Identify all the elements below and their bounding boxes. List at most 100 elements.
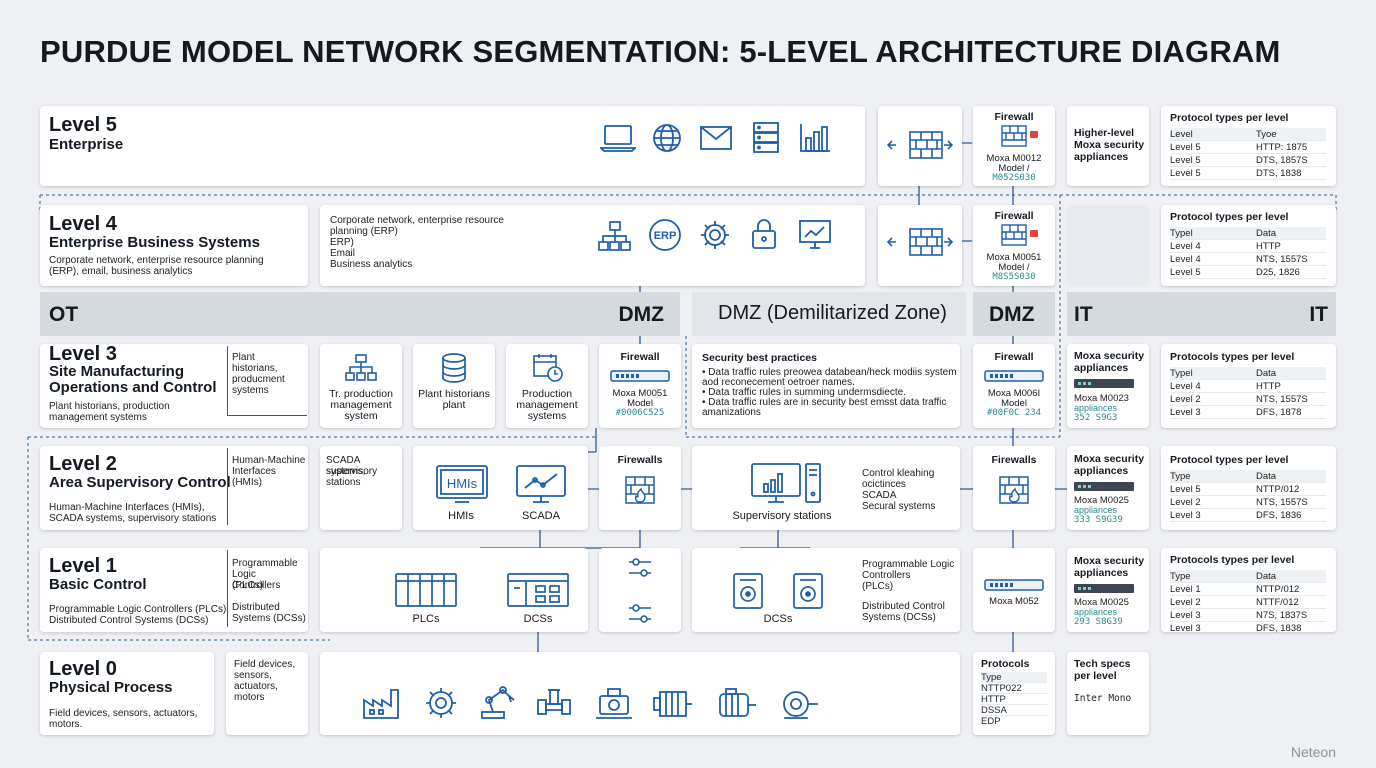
protocol-cell: Level 3	[1170, 407, 1201, 418]
mail-icon	[700, 126, 732, 150]
firewall-title: Firewalls	[617, 454, 663, 466]
firewall-code: #00F0C 234	[986, 408, 1042, 418]
dmz-zone-label-left: DMZ	[618, 303, 665, 326]
firewall-code: #0006C525	[615, 408, 665, 418]
protocol-table-title: Protocols types per level	[1170, 554, 1295, 566]
rack-appliance-icon	[610, 370, 670, 382]
l0-protocol-list: Type NTTP022 HTTP DSSA EDP	[981, 672, 1047, 727]
protocol-cell: DTS, 1838	[1256, 168, 1302, 179]
protocol-cell: Level 3	[1170, 510, 1201, 521]
historian-caption-2: plant	[442, 399, 466, 411]
dcs-icon	[507, 573, 569, 607]
l1-note-2: Logic Controllers	[232, 569, 281, 591]
l1-note-box: Programmable Logic Controllers (PLCs) Di…	[227, 550, 307, 627]
l2-control-note-4: Secural systems	[862, 501, 936, 512]
scada-caption: SCADA	[522, 510, 560, 522]
protocol-table-row: Level 3 DFS, 1836	[1170, 509, 1326, 522]
l3-note-box: Plant historians, producment systems	[227, 346, 307, 416]
level-5-firewall-card: Firewall Moxa M0012 Model / M052S030	[973, 106, 1055, 186]
l3-note-2: historians,	[232, 363, 278, 374]
protocol-cell: Level 5	[1170, 168, 1201, 179]
l1-plc-note-3: (PLCs)	[862, 581, 894, 592]
l1-controllers-card: PLCs DCSs	[320, 548, 588, 632]
level-4-security-blank	[1067, 205, 1149, 286]
dmz-line-2: aod reconecement oetroer names.	[702, 377, 855, 388]
calendar-clock-icon	[533, 354, 563, 382]
l2-control-note-3: SCADA	[862, 490, 897, 501]
page-title: PURDUE MODEL NETWORK SEGMENTATION: 5-LEV…	[40, 34, 1281, 69]
level-3-desc-1: Plant historians, production	[49, 401, 170, 412]
level-3-desc-2: management systems	[49, 412, 147, 423]
security-label: appliances	[1074, 607, 1118, 617]
robot-arm-icon	[481, 686, 515, 719]
l1-note-1: Programmable	[232, 558, 298, 569]
l2-scada-note-3: stations	[326, 477, 361, 488]
l1-dcs-note-2: Systems (DCSs)	[862, 612, 936, 623]
protocol-header-cell: Data	[1256, 368, 1277, 379]
protocol-cell: HTTP	[1256, 381, 1281, 392]
protocol-cell: DTS, 1857S	[1256, 155, 1308, 166]
protocol-cell: DFS, 1836	[1256, 510, 1302, 521]
it-zone-label-right: IT	[1309, 303, 1328, 326]
protocol-cell: N7S, 1837S	[1256, 610, 1308, 621]
protocol-header-cell: Typel	[1170, 368, 1193, 379]
l0-protocol-row: NTTP022	[981, 683, 1047, 694]
protocol-header-cell: Level	[1170, 129, 1193, 140]
level-1-desc-1: Programmable Logic Controllers (PLCs),	[49, 604, 230, 615]
protocol-cell: Level 2	[1170, 497, 1201, 508]
security-title-2: appliances	[1074, 465, 1129, 477]
l2-supervisory-card: Supervisory stations Control kleahing oc…	[692, 446, 960, 530]
protocol-table-header: Typel Data	[1170, 367, 1326, 380]
laptop-icon	[600, 125, 636, 152]
firewall-model-line-1: Moxa M0051	[612, 388, 668, 399]
security-code: 333 S9G39	[1074, 515, 1123, 525]
security-title-1: Moxa security	[1074, 555, 1145, 567]
firewall-code: M052S030	[992, 173, 1036, 183]
protocol-header-cell: Typel	[1170, 228, 1193, 239]
protocol-cell: Level 5	[1170, 142, 1201, 153]
firewall-brick-icon	[886, 131, 954, 159]
security-model: Moxa M0023	[1074, 393, 1129, 404]
bar-chart-icon	[800, 124, 830, 152]
plc-icon	[395, 573, 457, 607]
mgmt-caption-3: system	[344, 410, 378, 422]
firewall-model-line-1: Moxa M0051	[986, 252, 1042, 263]
firewall-flame-icon	[999, 476, 1029, 504]
level-0-protocols-card: Protocols Type NTTP022 HTTP DSSA EDP	[973, 652, 1055, 735]
protocol-cell: NTTP/012	[1256, 484, 1300, 495]
l3-note-1: Plant	[232, 352, 255, 363]
mgmt-caption-2: management	[330, 399, 392, 411]
level-3-subtitle-1: Site Manufacturing	[49, 363, 185, 380]
l3-mgmt-system-card: Tr. production management system	[320, 344, 402, 428]
supervisory-station-icon	[751, 463, 821, 503]
protocol-table-row: Level 5 DTS, 1838	[1170, 167, 1326, 180]
firewall-title: Firewall	[994, 111, 1034, 123]
protocol-cell: HTTP	[1256, 241, 1281, 252]
security-title-1: Moxa security	[1074, 453, 1145, 465]
level-4-desc-1: Corporate network, enterprise resource p…	[49, 255, 264, 266]
security-line-3: appliances	[1074, 151, 1129, 163]
level-0-subtitle: Physical Process	[49, 679, 173, 696]
level-2-card: Level 2 Area Supervisory Control Human-M…	[40, 446, 308, 530]
l1-appliance-card: Moxa M052	[973, 548, 1055, 632]
level-2-name: Level 2	[49, 453, 117, 475]
protocol-cell: DFS, 1878	[1256, 407, 1302, 418]
dcs-caption-2: DCSs	[763, 613, 793, 625]
l1-note-5: Systems (DCSs)	[232, 613, 306, 624]
protocol-table-row: Level 3 DFS, 1878	[1170, 406, 1326, 419]
firewall-icon	[1001, 125, 1038, 147]
l4-note-2: planning (ERP)	[330, 226, 398, 237]
l1-note-4: Distributed	[232, 602, 280, 613]
l0-protocol-row: EDP	[981, 716, 1001, 727]
l3-firewall-card-right: Firewall Moxa M006I Model #00F0C 234	[973, 344, 1055, 428]
tech-specs-card: Tech specs per level Inter Mono	[1067, 652, 1149, 735]
l2-note-box: Human-Machine Interfaces (HMIs)	[227, 448, 307, 525]
